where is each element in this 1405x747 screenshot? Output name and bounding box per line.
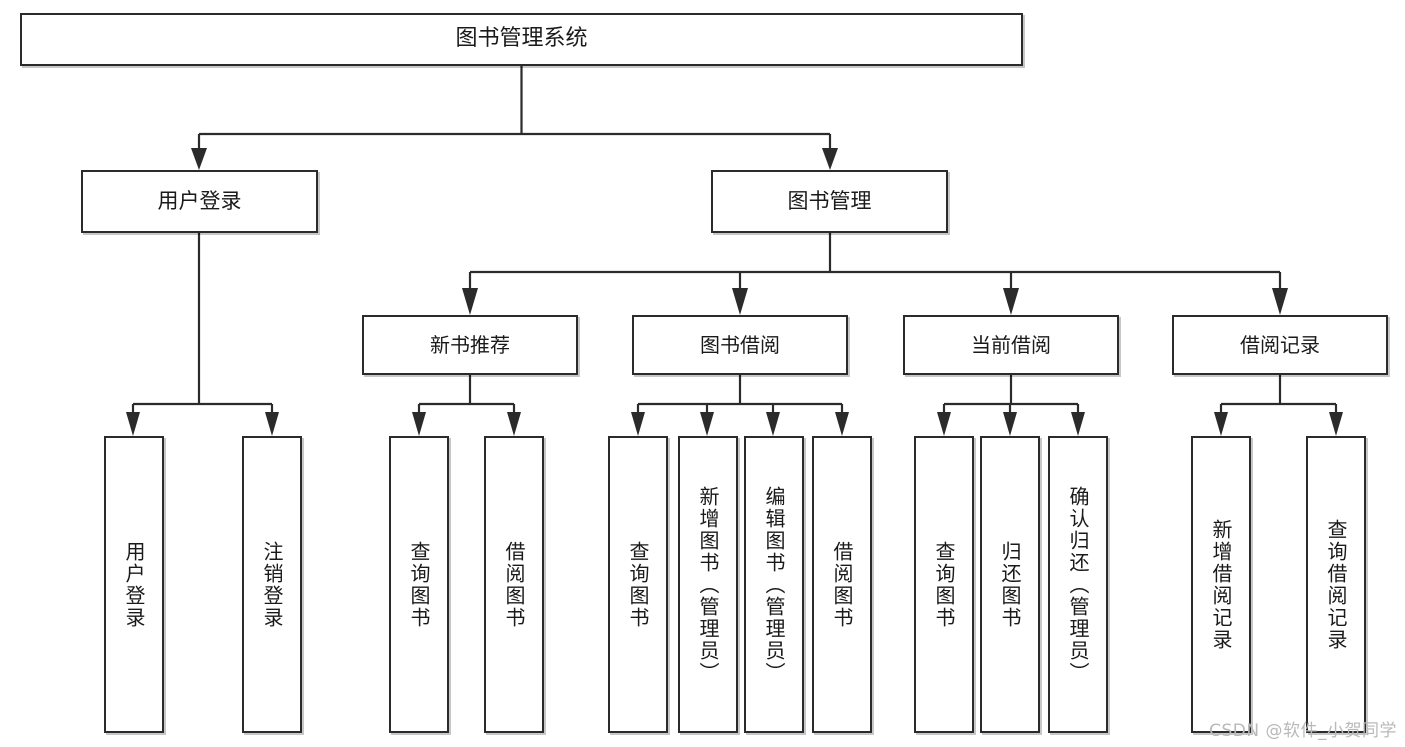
node-book-borrow-label: 图书借阅 <box>700 332 780 357</box>
node-book-manage-label: 图书管理 <box>787 188 872 213</box>
node-leaf-borrow-book-1[interactable]: 借阅图书 <box>484 436 544 733</box>
node-leaf-query-book-3-label: 查询图书 <box>932 540 956 629</box>
node-leaf-confirm-return-label: 确认归还（管理员） <box>1066 485 1090 684</box>
node-leaf-add-record-label: 新增借阅记录 <box>1209 518 1233 651</box>
arrowhead-leaf-add-book <box>700 412 714 436</box>
arrowhead-book-borrow <box>732 288 748 315</box>
node-leaf-return-book-label: 归还图书 <box>998 540 1022 629</box>
arrowhead-current-borrow <box>1003 288 1019 315</box>
node-new-book-rec[interactable]: 新书推荐 <box>362 315 578 375</box>
arrowhead-leaf-query-book-3 <box>937 412 951 436</box>
arrowhead-leaf-query-book-2 <box>631 412 645 436</box>
node-leaf-query-book-1-label: 查询图书 <box>407 540 431 629</box>
node-leaf-query-book-2[interactable]: 查询图书 <box>608 436 668 733</box>
node-leaf-add-record[interactable]: 新增借阅记录 <box>1191 436 1251 733</box>
arrowhead-leaf-query-record <box>1329 412 1343 436</box>
arrowhead-leaf-query-book-1 <box>412 412 426 436</box>
node-current-borrow[interactable]: 当前借阅 <box>903 315 1119 375</box>
node-leaf-query-book-1[interactable]: 查询图书 <box>389 436 449 733</box>
node-leaf-query-book-3[interactable]: 查询图书 <box>914 436 974 733</box>
node-leaf-logout[interactable]: 注销登录 <box>242 436 302 733</box>
node-leaf-edit-book-label: 编辑图书（管理员） <box>762 485 786 684</box>
arrowhead-new-book-rec <box>462 288 478 315</box>
node-leaf-user-login-label: 用户登录 <box>122 540 146 629</box>
node-borrow-record[interactable]: 借阅记录 <box>1172 315 1388 375</box>
node-user-login-label: 用户登录 <box>157 188 242 213</box>
node-leaf-query-record-label: 查询借阅记录 <box>1324 518 1348 651</box>
csdn-watermark: CSDN @软件_小贺同学 <box>1209 721 1397 741</box>
node-leaf-add-book-label: 新增图书（管理员） <box>696 485 720 684</box>
node-leaf-user-login[interactable]: 用户登录 <box>104 436 164 733</box>
node-root[interactable]: 图书管理系统 <box>20 13 1023 66</box>
node-leaf-confirm-return[interactable]: 确认归还（管理员） <box>1048 436 1108 733</box>
node-leaf-return-book[interactable]: 归还图书 <box>980 436 1040 733</box>
node-leaf-logout-label: 注销登录 <box>260 540 284 629</box>
node-book-manage[interactable]: 图书管理 <box>711 170 948 233</box>
arrowhead-leaf-borrow-book-1 <box>507 412 521 436</box>
arrowhead-leaf-add-record <box>1214 412 1228 436</box>
arrowhead-user-login <box>191 148 207 170</box>
node-leaf-add-book[interactable]: 新增图书（管理员） <box>678 436 738 733</box>
arrowhead-leaf-edit-book <box>766 412 780 436</box>
node-root-label: 图书管理系统 <box>455 26 588 52</box>
node-new-book-rec-label: 新书推荐 <box>430 332 510 357</box>
arrowhead-borrow-record <box>1272 288 1288 315</box>
arrowhead-leaf-user-login <box>126 412 140 436</box>
node-leaf-borrow-book-2-label: 借阅图书 <box>830 540 854 629</box>
node-current-borrow-label: 当前借阅 <box>971 332 1051 357</box>
arrowhead-leaf-borrow-book-2 <box>835 412 849 436</box>
node-user-login[interactable]: 用户登录 <box>81 170 318 233</box>
arrowhead-leaf-logout <box>265 412 279 436</box>
node-leaf-edit-book[interactable]: 编辑图书（管理员） <box>744 436 804 733</box>
arrowhead-book-manage <box>822 148 838 170</box>
node-leaf-query-record[interactable]: 查询借阅记录 <box>1306 436 1366 733</box>
arrowhead-leaf-return-book <box>1003 412 1017 436</box>
node-borrow-record-label: 借阅记录 <box>1240 332 1320 357</box>
node-leaf-borrow-book-1-label: 借阅图书 <box>502 540 526 629</box>
node-leaf-borrow-book-2[interactable]: 借阅图书 <box>812 436 872 733</box>
arrowhead-leaf-confirm-return <box>1071 412 1085 436</box>
node-leaf-query-book-2-label: 查询图书 <box>626 540 650 629</box>
node-book-borrow[interactable]: 图书借阅 <box>632 315 848 375</box>
